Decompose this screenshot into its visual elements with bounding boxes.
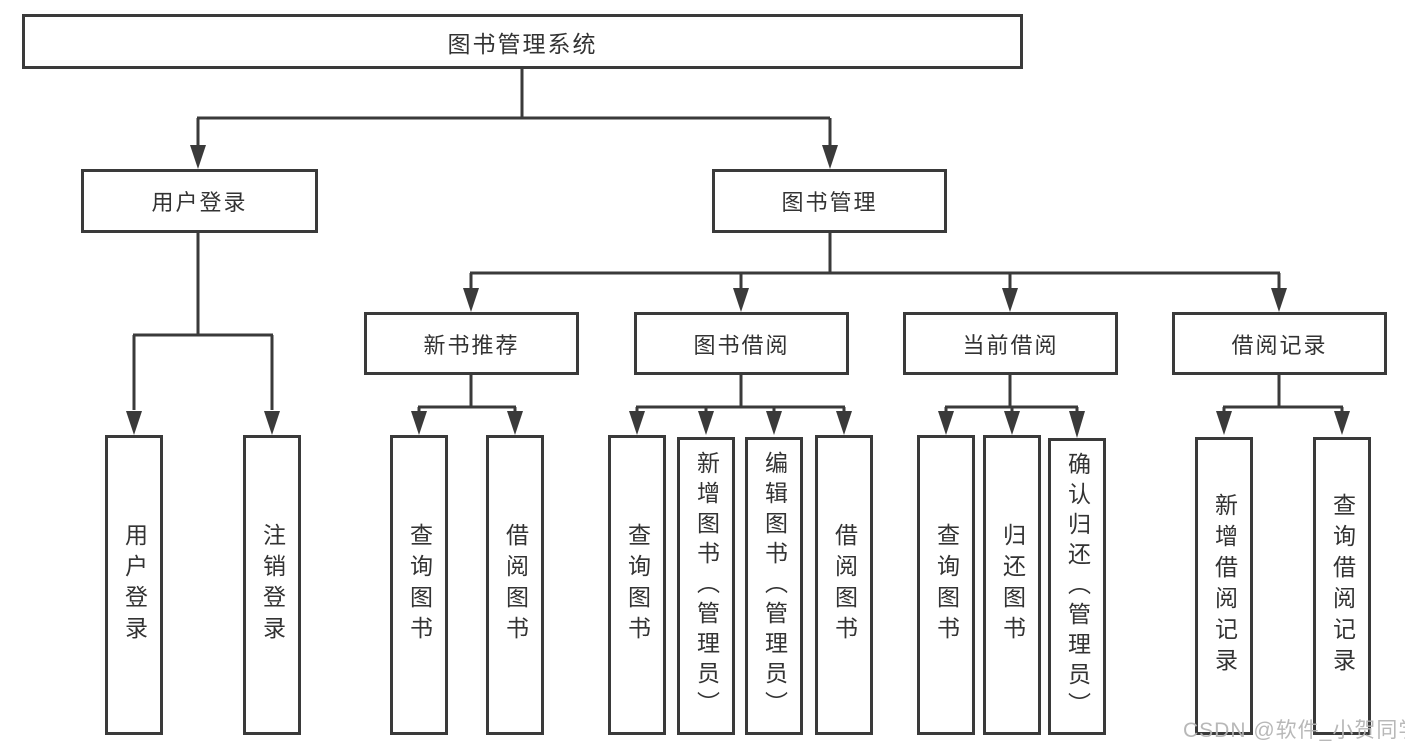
leaf-borrow-book-recommend-label: 借阅图书: [502, 523, 529, 647]
connector-borrowing-to-leaves: [635, 375, 846, 412]
leaf-query-book-borrow-label: 查询图书: [624, 523, 651, 647]
node-current-borrowing: 当前借阅: [903, 312, 1118, 375]
leaf-logout-login: 注销登录: [243, 435, 301, 735]
leaf-add-book-admin-label: 新增图书（管理员）: [693, 451, 720, 721]
leaf-query-book-current-label: 查询图书: [933, 523, 960, 647]
leaf-logout-login-label: 注销登录: [259, 523, 286, 647]
leaf-add-book-admin: 新增图书（管理员）: [677, 437, 735, 735]
leaf-edit-book-admin-label: 编辑图书（管理员）: [761, 451, 788, 721]
leaf-borrow-book-borrow-label: 借阅图书: [831, 523, 858, 647]
leaf-edit-book-admin: 编辑图书（管理员）: [745, 437, 803, 735]
node-book-borrowing: 图书借阅: [634, 312, 849, 375]
leaf-query-book-borrow: 查询图书: [608, 435, 666, 735]
leaf-borrow-book-borrow: 借阅图书: [815, 435, 873, 735]
node-new-book-recommendation: 新书推荐: [364, 312, 579, 375]
leaf-user-login-label: 用户登录: [121, 523, 148, 647]
leaf-return-book: 归还图书: [983, 435, 1041, 735]
connector-newbook-to-leaves: [417, 375, 517, 412]
leaf-add-borrow-record: 新增借阅记录: [1195, 437, 1253, 735]
leaf-return-book-label: 归还图书: [999, 523, 1026, 647]
leaf-add-borrow-record-label: 新增借阅记录: [1211, 493, 1238, 679]
leaf-confirm-return-admin: 确认归还（管理员）: [1048, 438, 1106, 735]
node-borrowing-records: 借阅记录: [1172, 312, 1387, 375]
connector-records-to-leaves: [1222, 375, 1344, 412]
leaf-user-login: 用户登录: [105, 435, 163, 735]
leaf-query-book-current: 查询图书: [917, 435, 975, 735]
connector-root-to-level2: [196, 69, 832, 146]
leaf-query-book-recommend-label: 查询图书: [406, 523, 433, 647]
leaf-borrow-book-recommend: 借阅图书: [486, 435, 544, 735]
leaf-query-borrow-record: 查询借阅记录: [1313, 437, 1371, 735]
node-library-management-system: 图书管理系统: [22, 14, 1023, 69]
connector-current-to-leaves: [944, 375, 1079, 412]
connector-bookmgmt-to-level3: [469, 233, 1281, 288]
leaf-query-book-recommend: 查询图书: [390, 435, 448, 735]
leaf-query-borrow-record-label: 查询借阅记录: [1329, 493, 1356, 679]
arrowheads: [126, 145, 1350, 438]
csdn-watermark: CSDN @软件_小贺同学: [1183, 719, 1405, 742]
node-user-login: 用户登录: [81, 169, 318, 233]
node-book-management: 图书管理: [712, 169, 947, 233]
leaf-confirm-return-admin-label: 确认归还（管理员）: [1064, 451, 1091, 722]
connector-userlogin-to-leaves: [132, 233, 274, 410]
